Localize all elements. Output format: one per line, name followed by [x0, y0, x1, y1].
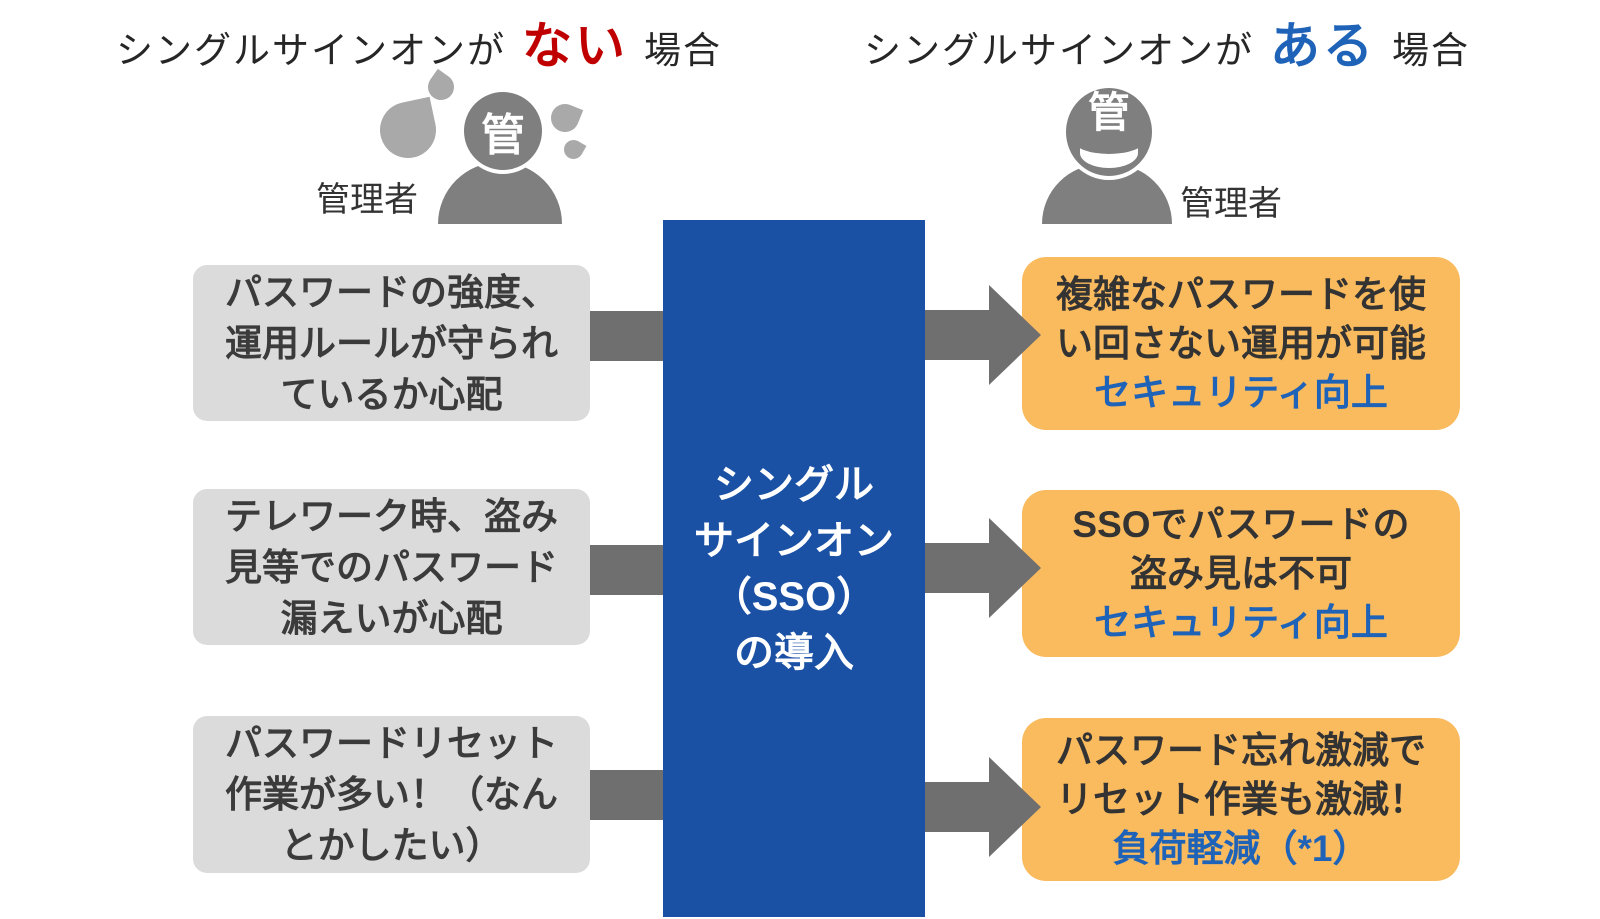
sso-box-line: の導入: [734, 630, 854, 675]
concern-box-password-reset: パスワードリセット 作業が多い！（なん とかしたい）: [193, 716, 590, 873]
sso-box-line: （SSO）: [711, 574, 877, 619]
arrow-shaft: [925, 310, 989, 360]
benefit-text-line: 複雑なパスワードを使: [1056, 274, 1426, 315]
arrow-head-icon: [989, 757, 1041, 857]
concern-text-line: ているか心配: [280, 373, 503, 415]
concern-text-line: とかしたい）: [280, 825, 503, 866]
sso-box-line: シングル: [714, 462, 874, 507]
arrow-shaft: [925, 543, 989, 593]
concern-box-password-strength: パスワードの強度、 運用ルールが守られ ているか心配: [193, 265, 590, 421]
title-prefix: シングルサインオンが: [116, 30, 506, 71]
connector-bar: [585, 770, 663, 820]
concern-text-line: 運用ルールが守られ: [225, 322, 558, 364]
concern-box-telework-leak: テレワーク時、盗み 見等でのパスワード 漏えいが心配: [193, 489, 590, 645]
sweat-drop-icon: [374, 96, 442, 164]
benefit-box-no-shoulder-surfing: SSOでパスワードの 盗み見は不可 セキュリティ向上: [1022, 490, 1460, 657]
benefit-box-fewer-resets: パスワード忘れ激減で リセット作業も激減！ 負荷軽減（*1）: [1022, 718, 1460, 881]
admin-happy-icon: 管: [1062, 84, 1156, 180]
concern-text-line: 作業が多い！（なん: [225, 774, 558, 815]
admin-label-right: 管理者: [1180, 185, 1282, 223]
benefit-accent-line: 負荷軽減（*1）: [1112, 828, 1370, 869]
title-highlight-aru: ある: [1270, 18, 1376, 74]
title-prefix: シングルサインオンが: [864, 30, 1254, 71]
title-with-sso: シングルサインオンが ある 場合: [864, 6, 1470, 78]
benefit-text-line: い回さない運用が可能: [1056, 323, 1426, 364]
admin-head-character: 管: [1087, 89, 1130, 136]
sweat-drop-icon: [546, 99, 584, 137]
benefit-accent-line: セキュリティ向上: [1094, 372, 1388, 413]
benefit-accent-line: セキュリティ向上: [1094, 602, 1388, 643]
concern-text-line: 見等でのパスワード: [225, 546, 558, 588]
benefit-text-line: リセット作業も激減！: [1056, 779, 1426, 820]
smile-icon: [1080, 142, 1138, 168]
arrow-head-icon: [989, 518, 1041, 618]
benefit-text-line: 盗み見は不可: [1130, 553, 1352, 594]
connector-bar: [585, 545, 663, 595]
title-without-sso: シングルサインオンが ない 場合: [116, 6, 722, 78]
connector-bar: [585, 311, 663, 361]
sso-introduction-box: シングル サインオン （SSO） の導入: [663, 220, 925, 917]
sweat-drop-icon: [560, 136, 587, 163]
benefit-box-unique-passwords: 複雑なパスワードを使 い回さない運用が可能 セキュリティ向上: [1022, 257, 1460, 430]
title-highlight-nai: ない: [522, 18, 628, 74]
benefit-text-line: パスワード忘れ激減で: [1056, 730, 1426, 771]
concern-text-line: パスワードの強度、: [225, 271, 558, 313]
sso-box-line: サインオン: [694, 518, 894, 563]
concern-text-line: テレワーク時、盗み: [225, 495, 558, 537]
admin-head-character: 管: [481, 111, 525, 160]
admin-label-left: 管理者: [316, 181, 418, 219]
benefit-text-line: SSOでパスワードの: [1072, 504, 1410, 545]
arrow-shaft: [925, 782, 989, 832]
title-suffix: 場合: [644, 30, 722, 71]
concern-text-line: パスワードリセット: [225, 723, 558, 764]
title-suffix: 場合: [1392, 30, 1470, 71]
admin-worried-icon: 管: [460, 88, 546, 174]
concern-text-line: 漏えいが心配: [280, 597, 503, 639]
arrow-head-icon: [989, 285, 1041, 385]
